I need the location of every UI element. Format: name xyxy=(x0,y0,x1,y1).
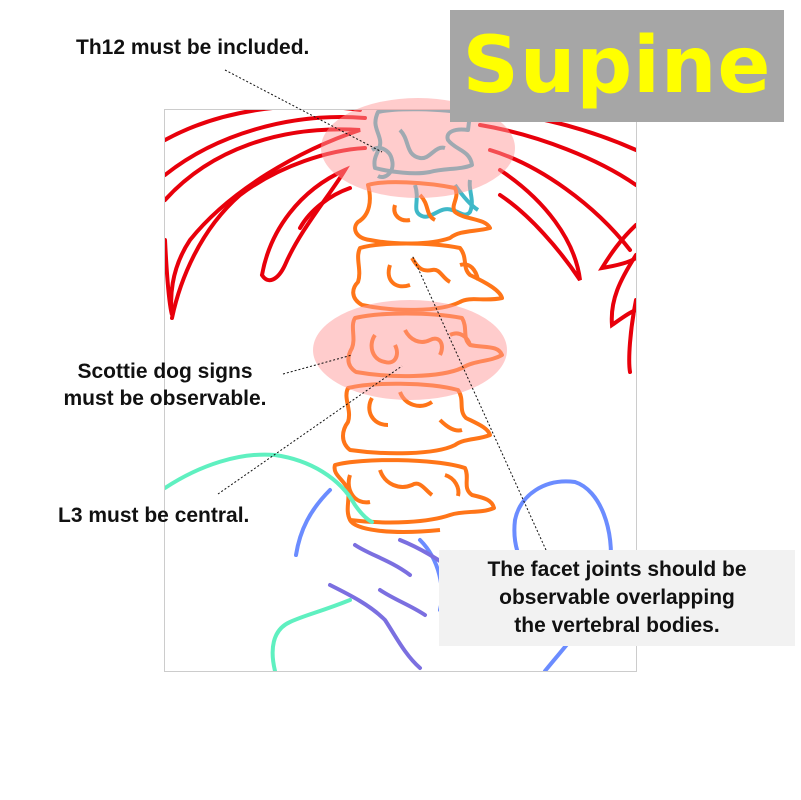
scottie-label-line1: Scottie dog signs xyxy=(77,360,253,383)
th12-label: Th12 must be included. xyxy=(76,34,309,61)
th12-leader xyxy=(224,69,383,153)
facet-label-line1: The facet joints should be xyxy=(487,558,747,581)
l3-label-text: L3 must be central. xyxy=(58,504,250,527)
th12-label-text: Th12 must be included. xyxy=(76,36,310,59)
th12-highlight xyxy=(321,98,515,198)
leader-lines xyxy=(217,69,547,551)
scottie-label: Scottie dog signs must be observable. xyxy=(30,358,300,412)
facet-label-box: The facet joints should be observable ov… xyxy=(439,550,795,646)
facet-label-line3: the vertebral bodies. xyxy=(514,614,720,637)
hip-outline xyxy=(165,452,374,671)
l3-label: L3 must be central. xyxy=(58,502,249,529)
title-supine: Supine xyxy=(462,21,772,111)
scottie-label-line2: must be observable. xyxy=(63,387,267,410)
scottie-dog-highlight xyxy=(313,300,507,400)
facet-label-line2: observable overlapping xyxy=(499,586,735,609)
l3-leader xyxy=(217,365,403,495)
title-box: Supine xyxy=(450,10,784,122)
facet-label: The facet joints should be observable ov… xyxy=(439,556,795,640)
